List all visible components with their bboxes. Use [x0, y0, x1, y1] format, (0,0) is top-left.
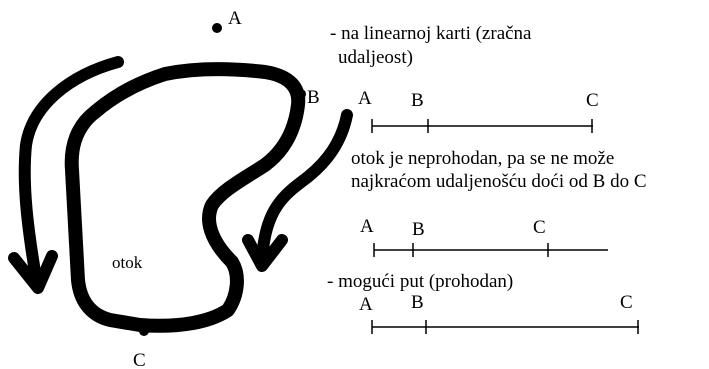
- line-1-label-c: C: [586, 90, 599, 111]
- note-linear-line1: - na linearnoj karti (zračna: [330, 23, 532, 44]
- line-2-label-c: C: [533, 217, 546, 238]
- map-label-b: B: [307, 87, 320, 108]
- map-label-a: A: [228, 8, 242, 29]
- line-3-label-a: A: [359, 294, 373, 315]
- point-c-marker: [139, 326, 149, 336]
- line-2-label-a: A: [360, 216, 374, 237]
- left-arrowhead: [8, 250, 58, 294]
- line-3-label-b: B: [411, 292, 424, 313]
- map-label-c: C: [133, 350, 146, 369]
- point-a-marker: [212, 23, 222, 33]
- island-outline: [64, 62, 306, 333]
- note-linear-line2: udaljeost): [338, 47, 413, 68]
- note-impassable-line1: otok je neprohodan, pa se ne može: [351, 148, 615, 169]
- line-2: [373, 243, 608, 257]
- right-route-arrow: [256, 109, 353, 268]
- line-3: [371, 320, 639, 334]
- point-b-marker: [296, 89, 306, 99]
- note-impassable-line2: najkraćom udaljenošću doći od B do C: [351, 171, 647, 192]
- line-2-label-b: B: [412, 219, 425, 240]
- island-label: otok: [112, 253, 143, 272]
- note-possible-route: - mogući put (prohodan): [327, 271, 514, 292]
- line-3-label-c: C: [620, 292, 633, 313]
- right-arrowhead: [242, 234, 288, 272]
- line-1: [371, 119, 593, 133]
- line-1-label-a: A: [358, 88, 372, 109]
- line-1-label-b: B: [411, 90, 424, 111]
- left-route-arrow: [18, 56, 124, 284]
